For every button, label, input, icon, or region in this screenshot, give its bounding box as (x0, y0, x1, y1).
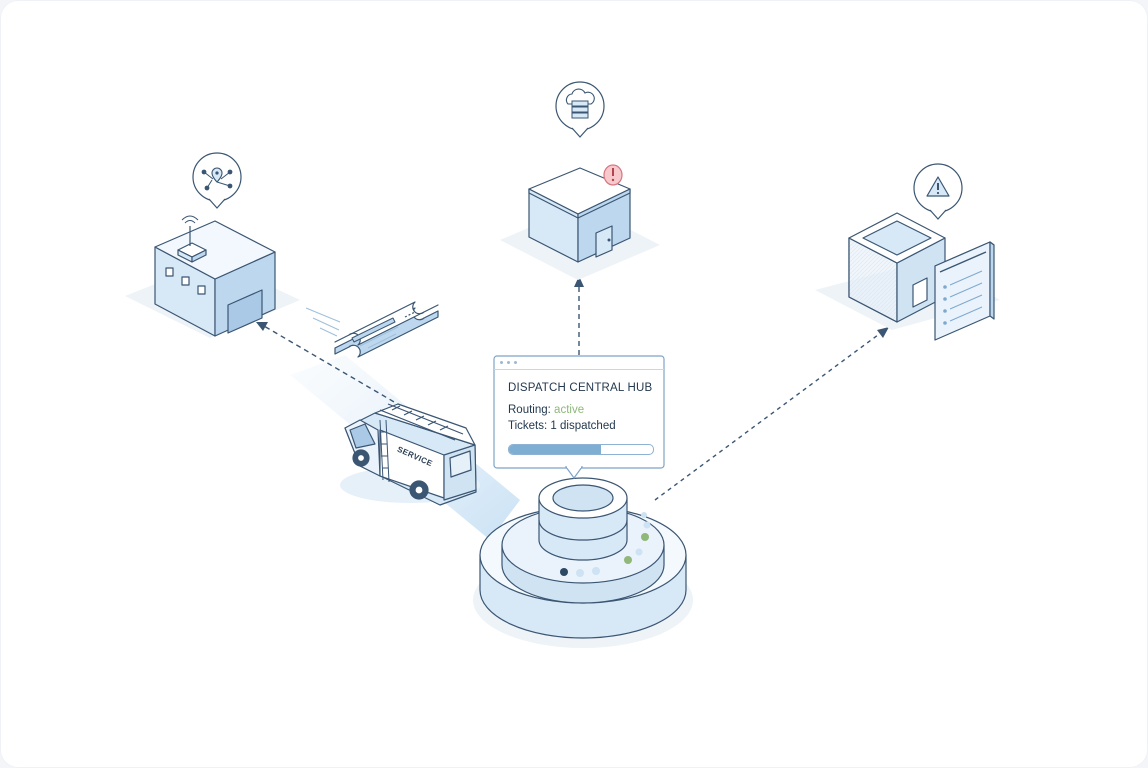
report-document (934, 241, 995, 341)
dispatch-progress-bar (508, 444, 654, 455)
hub-card-frame (493, 355, 665, 480)
warehouse-building (125, 215, 300, 338)
warning-icon (913, 163, 963, 220)
arrow-top (574, 276, 584, 287)
window-dot (500, 361, 503, 364)
map-pin-network-icon (192, 152, 242, 209)
service-van (340, 403, 480, 506)
hub-title: DISPATCH CENTRAL HUB (508, 382, 653, 394)
arrow-left (256, 322, 268, 331)
tickets-row: Tickets: 1 dispatched (508, 420, 616, 432)
card-window-bar (494, 356, 664, 370)
dispatch-progress-fill (509, 445, 602, 454)
hub-status-card: DISPATCH CENTRAL HUB Routing: active Tic… (494, 356, 664, 468)
alert-exclamation-icon (603, 164, 623, 186)
window-dot (514, 361, 517, 364)
connector-right (654, 331, 883, 501)
routing-value: active (554, 404, 585, 416)
service-node-building (500, 167, 660, 280)
hub-status-lights (560, 512, 651, 577)
ticket (305, 301, 439, 358)
tickets-label: Tickets: (508, 420, 548, 432)
window-dot (507, 361, 510, 364)
routing-row: Routing: active (508, 404, 584, 416)
cloud-server-icon (555, 81, 605, 138)
routing-label: Routing: (508, 404, 551, 416)
arrow-right (877, 327, 889, 338)
tickets-value: 1 dispatched (550, 420, 616, 432)
